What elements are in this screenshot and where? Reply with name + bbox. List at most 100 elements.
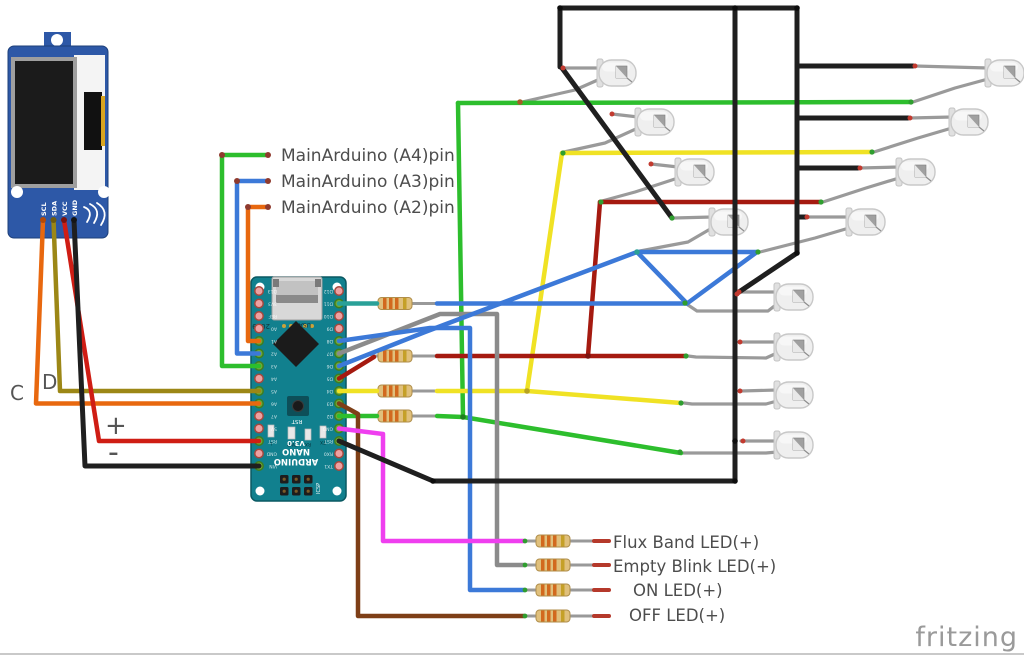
oled-pin-label-vcc: VCC (61, 201, 69, 216)
oled-screen (15, 61, 73, 184)
led (773, 380, 814, 410)
arduino-pin-pad (254, 411, 264, 421)
led (596, 58, 637, 88)
arduino-pin-label: D7 (327, 351, 333, 357)
led (773, 430, 814, 460)
arduino-pin-label: RST (268, 438, 277, 444)
label-c: C (10, 381, 24, 405)
arduino-pin-label: D6 (327, 363, 333, 369)
led (948, 107, 989, 137)
arduino-pin-label: D3 (327, 401, 333, 407)
label-off-led: OFF LED(+) (629, 606, 725, 625)
arduino-pin-label: 3V3 (268, 301, 277, 307)
resistor (377, 349, 413, 363)
arduino-pin-pad (334, 323, 344, 334)
arduino-pin-pad (254, 286, 264, 296)
arduino-pin-label: D10 (324, 313, 333, 319)
arduino-pin-label: D2 (327, 413, 333, 419)
led (674, 157, 715, 187)
wire-brown (336, 401, 527, 619)
board-led-label: L (269, 440, 272, 446)
arduino-pin-pad (334, 311, 344, 321)
arduino-pin-pad (254, 423, 264, 434)
board-led-label: PWR (287, 441, 297, 447)
oled-pin-label-scl: SCL (40, 202, 48, 216)
led (773, 332, 814, 362)
board-led (319, 425, 327, 439)
led (773, 282, 814, 312)
wire-gray (336, 311, 527, 568)
arduino-pin-label: GND (266, 451, 277, 457)
led-leads (520, 64, 990, 455)
arduino-pin-label: REF (268, 313, 277, 319)
arduino-pin-label: A2 (271, 351, 277, 357)
label-plus: + (105, 411, 127, 441)
arduino-hole (332, 486, 342, 496)
board-led-label: TX (320, 439, 327, 445)
usb-connector (271, 276, 323, 328)
led (708, 207, 749, 237)
board-led-label: RX (305, 441, 311, 447)
label-minus: - (108, 435, 119, 470)
resistor (535, 609, 571, 623)
arduino-pin-label: D12 (324, 288, 333, 294)
label-on-led: ON LED(+) (633, 581, 723, 600)
arduino-nano-board: 2009 USA RST L PWR RX TX ARDUINO NANO V3… (250, 276, 347, 502)
oled-connector (84, 92, 102, 150)
resistor (377, 409, 413, 423)
arduino-brand: V3.0 (287, 439, 305, 447)
reset-label: RST (291, 418, 302, 424)
arduino-pin-label: VIN (269, 463, 277, 469)
oled-connector-contacts (101, 96, 105, 146)
resistors (368, 297, 611, 623)
arduino-pin-label: A1 (271, 338, 277, 344)
label-a2-pin: MainArduino (A2)pin (281, 198, 455, 218)
resistor (535, 583, 571, 597)
wire-olive-sda (51, 217, 262, 394)
wire-yellow (336, 149, 874, 406)
label-flux-band-led: Flux Band LED(+) (613, 533, 759, 552)
grove-logo-icon (83, 202, 106, 226)
arduino-pin-label: A7 (271, 413, 277, 419)
arduino-pin-pad (254, 373, 264, 384)
arduino-pin-pad (334, 286, 344, 296)
label-empty-blink-led: Empty Blink LED(+) (613, 557, 776, 576)
oled-display-module: SCL SDA VCC GND (7, 32, 110, 239)
wire-red-vcc (61, 217, 262, 444)
arduino-pin-label: A6 (271, 401, 277, 407)
resistor (535, 534, 571, 548)
arduino-pin-label: D9 (327, 326, 333, 332)
arduino-hole (255, 486, 265, 496)
oled-pin-label-sda: SDA (51, 201, 59, 216)
arduino-pin-label: A5 (271, 388, 277, 394)
oled-pin-label-gnd: GND (71, 199, 79, 216)
annotations: MainArduino (A4)pin MainArduino (A3)pin … (10, 146, 776, 625)
board-led (304, 428, 312, 441)
arduino-pin-label: GND (322, 426, 333, 432)
icsp-header (280, 475, 313, 496)
fritzing-watermark: fritzing (915, 622, 1018, 653)
arduino-pin-pad (254, 298, 264, 309)
board-led (267, 424, 275, 438)
icsp-label: ICSP (316, 483, 322, 494)
arduino-pin-label: D11 (324, 301, 333, 307)
arduino-pin-label: D5 (327, 376, 333, 382)
arduino-pin-label: TX1 (324, 463, 334, 469)
arduino-pin-label: A3 (271, 363, 277, 369)
arduino-pin-label: RX0 (324, 451, 333, 457)
arduino-brand: ARDUINO (274, 456, 319, 466)
arduino-pin-label: D4 (327, 388, 333, 394)
arduino-pin-label: 5V (270, 426, 277, 432)
oled-mount-hole-left (11, 186, 23, 198)
led (984, 58, 1024, 88)
arduino-pin-pad (254, 311, 264, 321)
arduino-pin-pad (254, 448, 264, 459)
led (845, 207, 886, 237)
arduino-pin-pad (334, 448, 344, 459)
arduino-pin-label: RST (324, 438, 333, 444)
arduino-pin-label: A0 (271, 326, 277, 332)
label-a4-pin: MainArduino (A4)pin (281, 146, 455, 166)
resistor (377, 384, 413, 398)
